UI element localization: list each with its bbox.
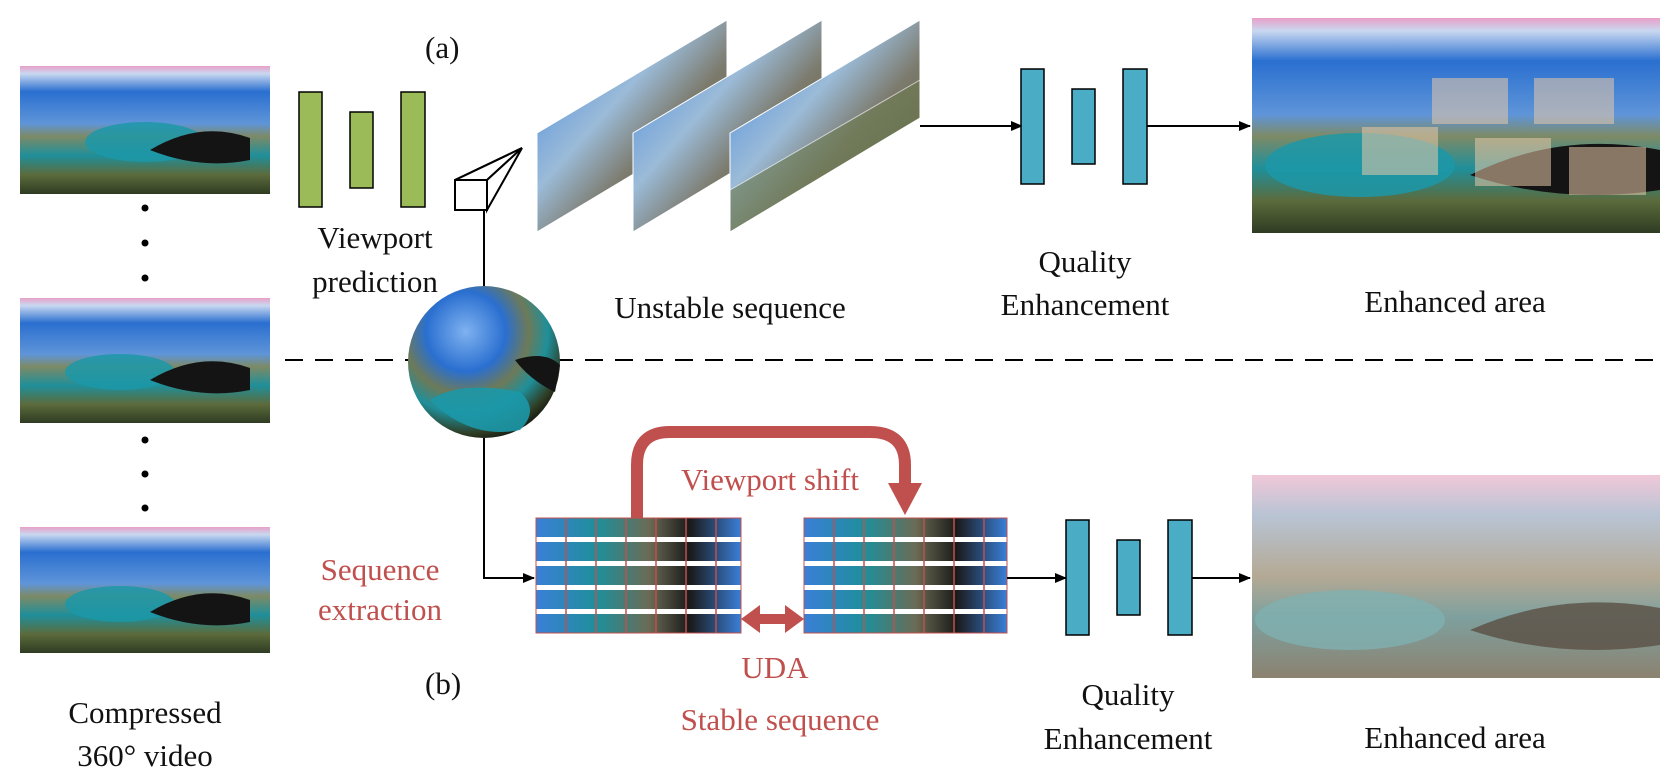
unstable-sequence-frames [536,19,921,233]
enhanced-area-b-label: Enhanced area [1364,720,1546,755]
input-label-line2: 360° video [77,738,213,773]
stable-sequence-label: Stable sequence [680,702,880,737]
stable-sequence-strips-left [535,517,742,634]
unstable-sequence-label: Unstable sequence [614,290,846,325]
enhanced-output-b [1252,475,1660,678]
connector-sphere-extraction [483,438,535,583]
stable-sequence-strips-right [803,517,1008,634]
camera-frustum-icon [454,147,523,214]
quality-enhancement-a-line2: Enhancement [1000,287,1170,322]
enhanced-area-a-label: Enhanced area [1364,284,1546,319]
quality-enhancement-b-line2: Enhancement [1043,721,1213,756]
input-frame-middle [20,298,270,423]
quality-enhancement-b-line1: Quality [1081,677,1175,712]
input-label-line1: Compressed [68,695,222,730]
input-frame-bottom [20,527,270,653]
viewport-prediction-label-line2: prediction [312,264,438,299]
ellipsis-dots [141,204,149,512]
sequence-extraction-line2: extraction [318,592,442,627]
sphere-360 [408,286,560,438]
enhancement-network-a [1020,68,1148,185]
viewport-shift-label: Viewport shift [680,462,860,497]
enhancement-network-b [1065,519,1193,636]
uda-double-arrow [741,605,804,633]
viewport-prediction-network [298,91,426,208]
sequence-extraction-line1: Sequence [320,552,440,587]
viewport-shift-arrow [631,426,922,518]
input-frame-top [20,66,270,194]
enhanced-output-a [1252,18,1660,233]
quality-enhancement-a-line1: Quality [1038,244,1132,279]
uda-label: UDA [741,650,809,685]
viewport-prediction-label-line1: Viewport [317,220,433,255]
panel-b-tag: (b) [425,666,462,701]
panel-a-tag: (a) [425,30,460,65]
